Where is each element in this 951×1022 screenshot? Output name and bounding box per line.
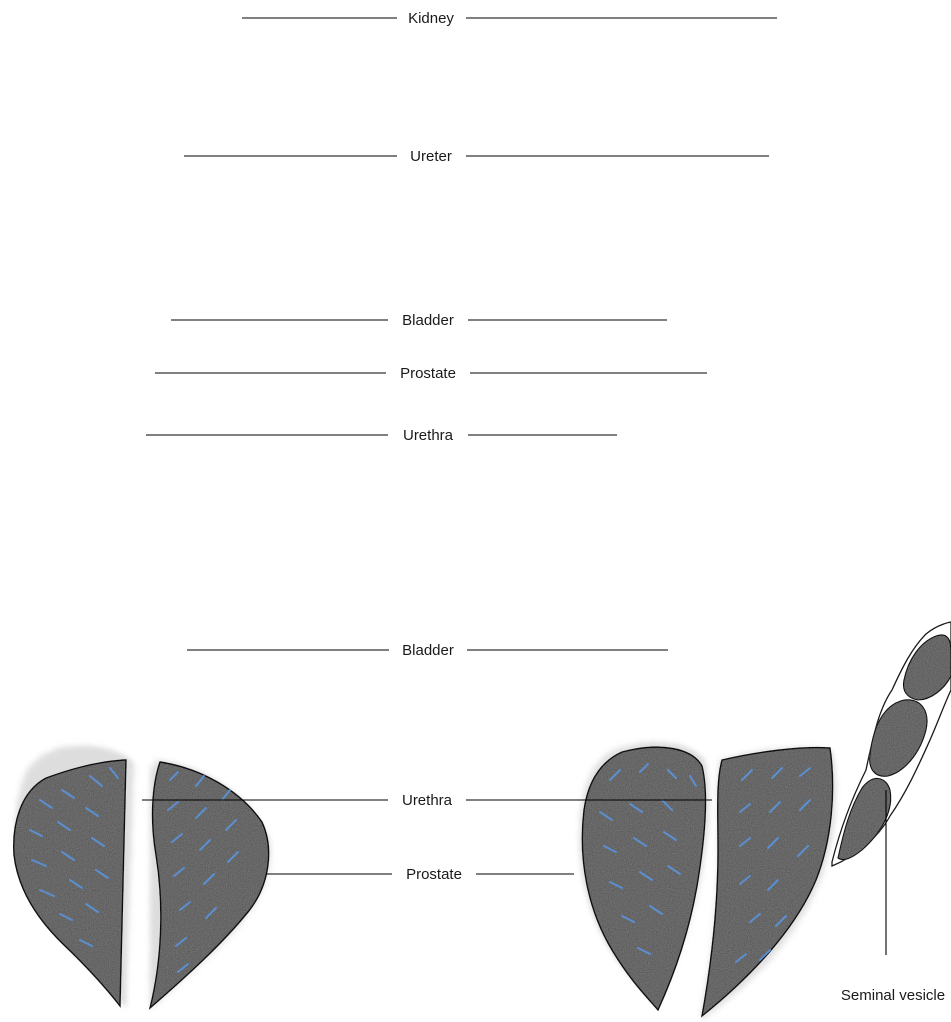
kidney-label: Kidney: [408, 10, 454, 27]
prostate-label-upper: Prostate: [400, 365, 456, 382]
prostate-label-lower: Prostate: [406, 866, 462, 883]
prostate-label-group-upper: Prostate: [155, 365, 707, 382]
ureter-label-group: Ureter: [184, 148, 769, 165]
seminal-vesicle-label: Seminal vesicle: [841, 987, 945, 1004]
bladder-label-group-lower: Bladder: [187, 642, 668, 659]
right-lobe-b: [702, 748, 833, 1016]
bladder-label-lower: Bladder: [402, 642, 454, 659]
urethra-label-lower: Urethra: [402, 792, 453, 809]
left-lobe-a: [14, 760, 126, 1006]
prostate-label-group-lower: Prostate: [266, 866, 574, 883]
seminal-vesicle: Seminal vesicle: [832, 622, 951, 1004]
right-prostate-section: [579, 742, 836, 1020]
ureter-label: Ureter: [410, 148, 452, 165]
urethra-label-upper: Urethra: [403, 427, 454, 444]
urethra-label-group-upper: Urethra: [146, 427, 617, 444]
bladder-label-group-upper: Bladder: [171, 312, 667, 329]
right-lobe-a: [582, 747, 705, 1010]
left-lobe-b: [150, 762, 269, 1008]
bladder-label-upper: Bladder: [402, 312, 454, 329]
left-prostate-section: [14, 746, 271, 1010]
kidney-label-group: Kidney: [242, 10, 777, 27]
